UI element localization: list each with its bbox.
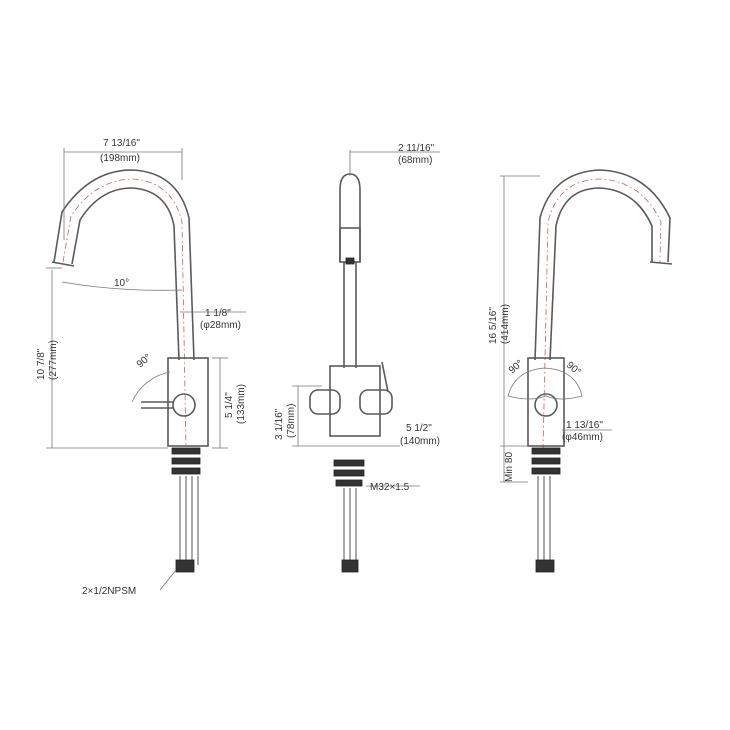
back-centerline <box>542 178 662 451</box>
front-rotation-arc <box>131 371 171 403</box>
back-hoses <box>537 476 551 565</box>
side-spout-top <box>339 173 361 262</box>
side-hose-fitting <box>341 559 359 573</box>
label-angle-10: 10° <box>114 278 129 289</box>
side-body <box>329 365 381 437</box>
label-side-h-in: 3 1/16" <box>274 408 285 440</box>
label-height-mm: (277mm) <box>48 340 59 380</box>
label-base-dia-in: 1 13/16" <box>566 420 603 431</box>
dim-10deg-arc <box>61 281 183 291</box>
back-aerator <box>649 261 673 265</box>
label-thread: M32×1.5 <box>370 482 410 493</box>
side-spout-segment <box>339 227 361 263</box>
back-spout-outer <box>534 169 671 361</box>
side-handle-right <box>359 389 393 415</box>
label-angle-90-a: 90° <box>507 358 526 376</box>
label-total-h-in: 16 5/16" <box>488 307 499 344</box>
back-body <box>527 357 565 447</box>
front-aerator <box>51 261 75 267</box>
label-total-h-mm: (414mm) <box>500 304 511 344</box>
front-thread-1 <box>171 447 201 455</box>
label-width-in: 7 13/16" <box>103 138 140 149</box>
label-width-mm: (198mm) <box>100 153 140 164</box>
label-spout-dia-mm: (φ28mm) <box>200 320 241 331</box>
label-side-w-mm: (68mm) <box>398 155 432 166</box>
label-side-h-mm: (78mm) <box>286 404 297 438</box>
label-side-d-in: 5 1/2" <box>406 423 432 434</box>
front-spout-inner <box>71 187 180 361</box>
back-thread-2 <box>531 457 561 465</box>
label-body-h-in: 5 1/4" <box>224 392 235 418</box>
side-thread-1 <box>333 459 365 467</box>
front-spout-outer <box>53 169 195 361</box>
side-hoses <box>343 488 357 565</box>
back-thread-1 <box>531 447 561 455</box>
label-body-h-mm: (133mm) <box>236 384 247 424</box>
side-handle-left <box>309 389 341 415</box>
side-view: 2 11/16" (68mm) 3 1/16" (78mm) 5 1/2" (1… <box>274 143 440 573</box>
label-base-dia-mm: (φ46mm) <box>562 432 603 443</box>
side-lever <box>381 361 389 393</box>
front-thread-2 <box>171 457 201 465</box>
back-spout-inner <box>549 187 653 361</box>
front-hoses <box>179 476 199 565</box>
label-spout-dia-in: 1 1/8" <box>205 308 231 319</box>
back-view: 16 5/16" (414mm) 90° 90° 1 13/16" (φ46mm… <box>488 169 673 573</box>
side-thread-3 <box>335 479 363 487</box>
label-angle-90-b: 90° <box>564 360 583 378</box>
side-thread-2 <box>333 469 365 477</box>
label-min-80: Min 80 <box>504 452 515 482</box>
front-hose-fitting <box>175 559 195 573</box>
side-aerator <box>345 257 355 265</box>
label-side-w-in: 2 11/16" <box>398 143 435 154</box>
npsm-leader <box>159 569 177 591</box>
label-side-d-mm: (140mm) <box>400 436 440 447</box>
label-npsm: 2×1/2NPSM <box>82 586 136 597</box>
back-rotation-arc <box>507 367 583 400</box>
back-thread-3 <box>531 467 561 475</box>
front-view: 7 13/16" (198mm) 10° 1 1/8" (φ28mm) 10 7… <box>36 138 247 597</box>
front-handle-knob <box>172 393 196 417</box>
back-hose-fitting <box>535 559 555 573</box>
back-handle-knob <box>534 393 558 417</box>
label-height-in: 10 7/8" <box>36 348 47 380</box>
front-thread-3 <box>171 467 201 475</box>
label-angle-90-left: 90° <box>135 352 154 370</box>
